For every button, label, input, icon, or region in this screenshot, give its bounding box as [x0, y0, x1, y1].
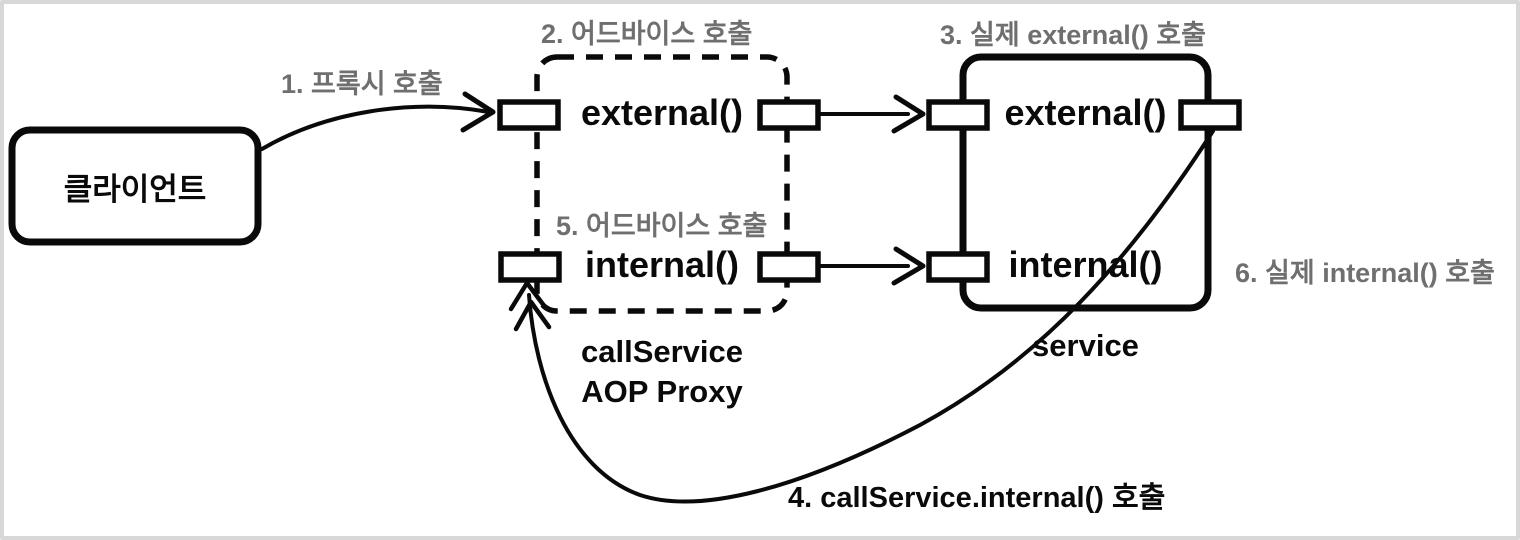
service-external-method-label: external()	[1004, 92, 1167, 133]
service-caption: service	[1032, 328, 1139, 363]
proxy-caption-line2: AOP Proxy	[581, 374, 743, 409]
step-3-label: 3. 실제 external() 호출	[940, 20, 1206, 50]
step-2-label: 2. 어드바이스 호출	[541, 19, 753, 49]
proxy-caption-line1: callService	[580, 334, 744, 369]
client-box-label: 클라이언트	[63, 171, 207, 207]
step-4-label: 4. callService.internal() 호출	[788, 482, 1166, 514]
step-6-label: 6. 실제 internal() 호출	[1235, 258, 1495, 288]
proxy-internal-method-label: internal()	[584, 244, 739, 285]
step-1-label: 1. 프록시 호출	[281, 69, 443, 99]
step-5-label: 5. 어드바이스 호출	[556, 211, 768, 241]
proxy-external-method-label: external()	[580, 92, 744, 133]
service-internal-method-label: internal()	[1008, 244, 1163, 285]
